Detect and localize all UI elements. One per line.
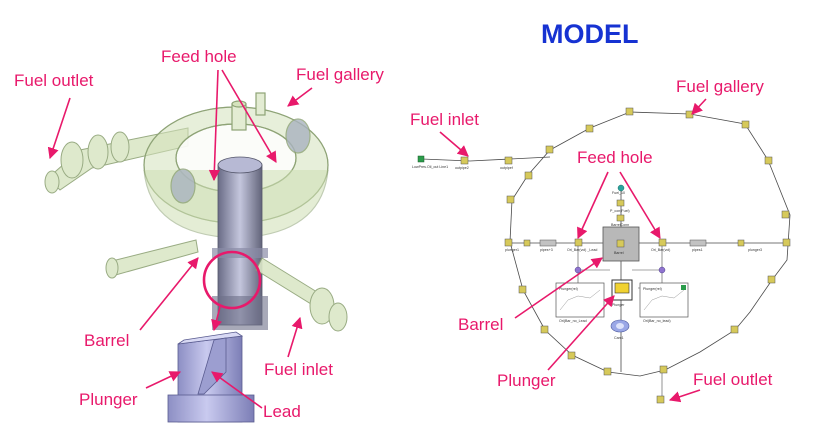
label-fuel-outlet-left: Fuel outlet [14,71,94,90]
arrow-feed-hole-left-1 [208,69,220,182]
box-right-flag [681,285,686,290]
plunger-block: Plunger [611,279,633,307]
label-lead-left: Lead [263,402,301,421]
arrow-feed-hole-right-1 [577,171,609,240]
pump-3d-illustration [44,92,348,423]
loop-nodes [460,107,791,404]
label-fuel-gallery-left: Fuel gallery [296,65,384,84]
plunger-detail [167,331,255,423]
label-plunger-left: Plunger [79,390,138,409]
label-fuel-gallery-right: Fuel gallery [676,77,764,96]
plunger-node-label: Plunger [612,303,625,307]
ori-right-node [658,238,667,247]
box-left-title: Plunger(rel) [559,287,578,291]
arrow-plunger-left [145,371,182,389]
fuel-source-node [617,184,625,192]
label-fuel-inlet-right: Fuel inlet [410,110,479,129]
cam-label: Cam1 [614,336,624,340]
plunger-right-label: plunger3 [748,248,762,252]
lower-pipes [105,239,348,332]
box-right-label: Ori(Bar_no_lead) [643,319,671,323]
inlet-line [421,156,551,162]
graph-box-right: Plunger(rel) Ori(Bar_no_lead) [639,282,689,323]
p-con-label: P_con(Fuel) [610,209,630,213]
marker-right [658,266,666,274]
arrow-barrel-left [139,257,199,331]
bar-right-node [737,239,745,247]
ori-right-label: Ori_Bar(vol) [651,248,670,252]
graph-box-left: Plunger(rel) Ori(Bar_no_Lead [555,282,605,323]
label-fuel-outlet-right: Fuel outlet [693,370,773,389]
ori-left-label: Ori_Bar(vol) _Lead [567,248,597,252]
arrow-fuel-inlet-right [439,131,469,157]
arrow-fuel-gallery-left [287,87,313,107]
cyl-left [539,239,557,247]
cam-node: Cam1 [610,319,630,340]
barrel-shaft [212,156,268,330]
arrow-fuel-outlet-left [47,97,71,160]
inlet-source [417,155,425,163]
label-feed-hole-right: Feed hole [577,148,653,167]
marker-left [574,266,582,274]
plunger-left-label: plunger1 [505,248,519,252]
cyl-left-label: pipes+3 [540,248,553,252]
arrow-fuel-outlet-right [668,389,701,403]
p-con-node [616,199,625,207]
barrel-conn-label: BarrelConn [611,223,629,227]
model-title: MODEL [541,19,639,49]
inlet-source-label: LowPres.Oil_out Line1 [412,165,448,169]
bar-left-node [523,239,531,247]
arrow-barrel-right [514,257,603,319]
barrel-node-label: Barrel [614,251,624,255]
fuel-source-label: Fuel_10 [612,191,625,195]
outpipef-label: outpipef [500,166,513,170]
zoom-arrow [211,306,222,332]
arrow-feed-hole-right-2 [619,171,661,239]
schematic: LowPres.Oil_out Line1 outpipe2 outpipef … [412,107,791,404]
arrow-fuel-inlet-left [287,316,303,358]
ori-left-node [574,238,583,247]
zoom-circle [202,250,262,310]
arrow-lead-left [211,371,263,409]
barrel-conn-node [616,214,625,222]
arrow-fuel-gallery-right [691,98,707,115]
arrow-plunger-right [547,295,615,371]
label-barrel-right: Barrel [458,315,503,334]
cyl-right [689,239,707,247]
arrow-feed-hole-left-2 [221,69,277,163]
outpipe2-label: outpipe2 [455,166,469,170]
barrel-node [616,239,625,248]
box-left-label: Ori(Bar_no_Lead [559,319,587,323]
gallery-loop [509,111,791,377]
cyl-right-label: pipes1 [692,248,703,252]
label-feed-hole-left: Feed hole [161,47,237,66]
label-barrel-left: Barrel [84,331,129,350]
label-fuel-inlet-left: Fuel inlet [264,360,333,379]
label-plunger-right: Plunger [497,371,556,390]
box-right-title: Plunger(rel) [643,287,662,291]
